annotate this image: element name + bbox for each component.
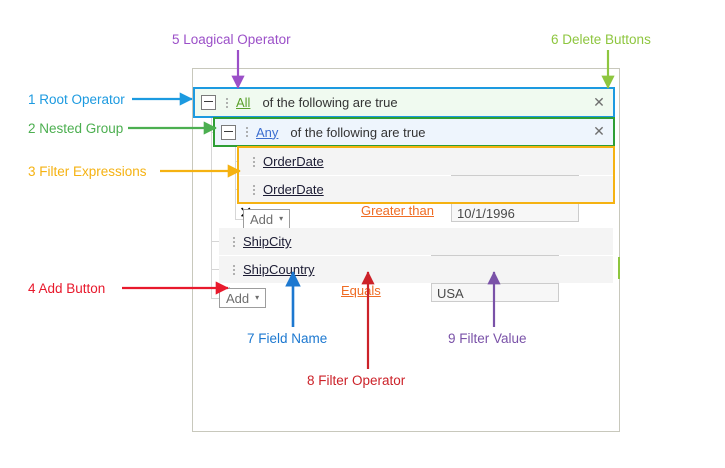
annotation-label-root-operator: 1 Root Operator (28, 92, 125, 107)
filter-expression-row[interactable]: OrderDate Less than 11/1/1996 ✕ (239, 148, 613, 194)
chevron-down-icon: ▾ (279, 214, 284, 223)
annotation-label-logical-operator: 5 Loagical Operator (172, 32, 291, 47)
delete-buttons-marker (618, 257, 620, 279)
annotation-label-filter-value: 9 Filter Value (448, 331, 527, 346)
minus-box-icon[interactable] (221, 124, 236, 140)
nested-group-suffix-text: of the following are true (290, 124, 426, 140)
add-button-nested[interactable]: Add ▾ (243, 209, 291, 229)
drag-handle-icon[interactable] (249, 153, 259, 171)
tree-line-nested-vertical (235, 145, 236, 219)
add-button-root[interactable]: Add ▾ (219, 288, 267, 308)
root-group-suffix-text: of the following are true (262, 95, 398, 110)
annotation-label-field-name: 7 Field Name (247, 331, 328, 346)
root-logical-operator-link[interactable]: All (236, 95, 251, 110)
minus-box-icon[interactable] (201, 95, 216, 110)
drag-handle-icon[interactable] (229, 261, 239, 279)
filter-operator-link[interactable]: Equals (341, 283, 381, 298)
filter-operator-link[interactable]: Greater than (361, 203, 434, 218)
chevron-down-icon: ▾ (255, 293, 260, 302)
nested-group-row[interactable]: Any of the following are true ✕ (213, 117, 615, 147)
annotation-label-delete-buttons: 6 Delete Buttons (551, 32, 651, 47)
add-button-nested-label: Add (250, 211, 274, 227)
tree-line-root-vertical (211, 116, 212, 299)
filter-expression-row[interactable]: ShipCountry Equals USA ✕ (219, 256, 613, 302)
drag-handle-icon[interactable] (249, 181, 259, 199)
filter-value-input[interactable]: USA (431, 283, 559, 302)
root-group-row[interactable]: All of the following are true ✕ (193, 87, 615, 118)
field-name-link[interactable]: OrderDate (263, 154, 324, 169)
filter-expression-row[interactable]: ShipCity Equals Seattle ✕ (219, 228, 613, 274)
filter-expression-row[interactable]: OrderDate Greater than 10/1/1996 ✕ (239, 176, 613, 222)
field-name-link[interactable]: ShipCountry (243, 262, 315, 277)
filter-builder-panel: All of the following are true ✕ Any of t… (192, 68, 620, 432)
field-name-link[interactable]: OrderDate (263, 182, 324, 197)
add-button-root-label: Add (226, 290, 250, 306)
tree-line-to-add-root (211, 298, 219, 299)
annotation-label-nested-group: 2 Nested Group (28, 121, 124, 136)
drag-handle-icon[interactable] (222, 94, 232, 112)
nested-logical-operator-link[interactable]: Any (256, 124, 279, 140)
drag-handle-icon[interactable] (242, 123, 252, 141)
tree-line-to-shipcountry (211, 269, 219, 270)
annotation-label-filter-expressions: 3 Filter Expressions (28, 164, 147, 179)
close-icon[interactable]: ✕ (593, 124, 605, 140)
close-icon[interactable]: ✕ (593, 94, 605, 111)
annotation-label-filter-operator: 8 Filter Operator (307, 373, 406, 388)
filter-value-input[interactable]: 10/1/1996 (451, 203, 579, 222)
field-name-link[interactable]: ShipCity (243, 234, 292, 249)
annotation-label-add-button: 4 Add Button (28, 281, 106, 296)
drag-handle-icon[interactable] (229, 233, 239, 251)
tree-line-to-shipcity (211, 241, 219, 242)
